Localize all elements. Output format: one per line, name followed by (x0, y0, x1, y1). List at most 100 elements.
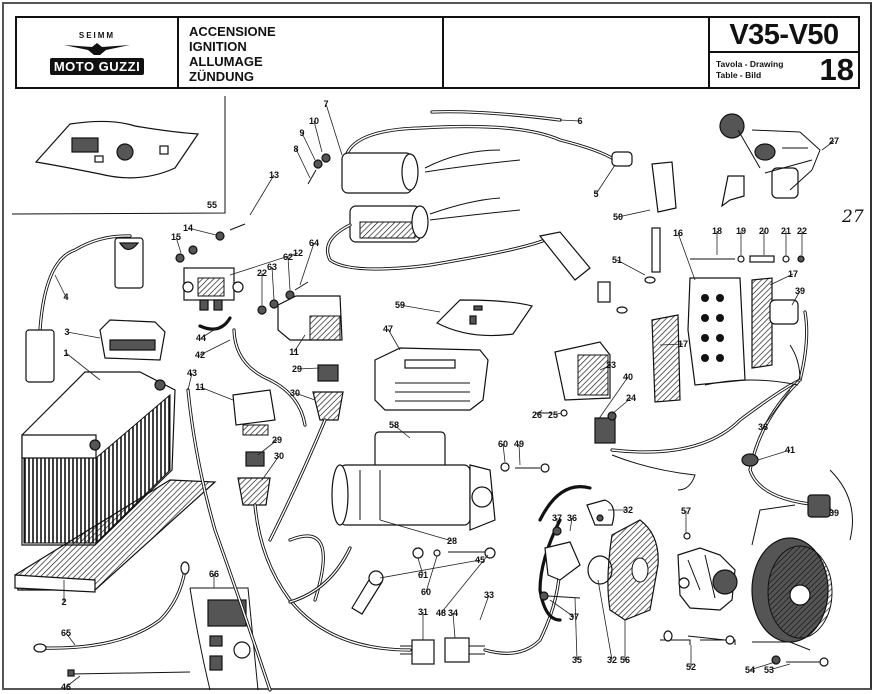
leader-line-8 (295, 148, 311, 179)
leader-line-63 (271, 266, 275, 301)
callout-26: 26 (532, 410, 542, 420)
callout-51: 51 (612, 255, 622, 265)
callout-8: 8 (293, 144, 298, 154)
callout-7: 7 (323, 99, 328, 109)
callout-35: 35 (572, 655, 582, 665)
callout-27: 27 (829, 136, 839, 146)
callout-56: 56 (620, 655, 630, 665)
leader-line-32 (597, 579, 613, 661)
leader-line-28 (379, 519, 453, 542)
leader-line-39 (829, 507, 835, 514)
title-block-blank (444, 18, 710, 87)
callout-37: 37 (569, 612, 579, 622)
callout-22: 22 (797, 226, 807, 236)
leader-line-10 (313, 120, 323, 153)
title-german: ZÜNDUNG (189, 69, 254, 84)
leader-line-29 (296, 367, 321, 370)
logo: SEIMM MOTO GUZZI (17, 18, 179, 87)
callout-44: 44 (196, 333, 206, 343)
callout-40: 40 (623, 372, 633, 382)
battery-cover (99, 319, 166, 361)
callout-28: 28 (447, 536, 457, 546)
callout-23: 23 (606, 360, 616, 370)
leader-line-37 (549, 599, 575, 618)
leader-line-48 (440, 554, 489, 614)
callout-36: 36 (567, 513, 577, 523)
callout-29: 29 (272, 435, 282, 445)
leader-line-62 (287, 256, 291, 291)
eagle-icon (64, 42, 130, 55)
title-italian: ACCENSIONE (189, 24, 276, 39)
callout-21: 21 (781, 226, 791, 236)
callout-20: 20 (759, 226, 769, 236)
callout-58: 58 (389, 420, 399, 430)
sheet-info: Tavola - Drawing Table - Bild 18 (710, 53, 858, 87)
cover-47 (374, 347, 489, 411)
hardware-small (175, 153, 331, 315)
leader-line-60 (425, 555, 438, 593)
callout-17: 17 (678, 339, 688, 349)
leader-line-11 (199, 386, 234, 401)
callout-33: 33 (484, 590, 494, 600)
leader-line-35 (574, 597, 578, 661)
leader-line-38 (762, 389, 791, 428)
leader-line-7 (325, 103, 343, 156)
leader-line-29 (257, 439, 278, 456)
leader-line-36 (569, 517, 573, 532)
ground-cable (33, 561, 190, 653)
callout-39: 39 (829, 508, 839, 518)
callout-60: 60 (498, 439, 508, 449)
leader-line-25 (552, 412, 562, 416)
callout-30: 30 (290, 388, 300, 398)
callout-54: 54 (745, 665, 755, 675)
callout-16: 16 (673, 228, 683, 238)
callout-61: 61 (418, 570, 428, 580)
callout-10: 10 (309, 116, 319, 126)
voltage-regulator (182, 267, 244, 311)
callout-66: 66 (209, 569, 219, 579)
battery-strap (25, 234, 144, 383)
leader-line-27 (821, 140, 835, 151)
leader-line-30 (294, 392, 316, 401)
leader-line-5 (595, 164, 616, 195)
leader-line-60 (502, 443, 506, 463)
callout-17: 17 (788, 269, 798, 279)
callout-59: 59 (395, 300, 405, 310)
logo-brand: MOTO GUZZI (49, 57, 145, 75)
title-french: ALLUMAGE (189, 54, 263, 69)
callout-2: 2 (61, 597, 66, 607)
relay-lower (232, 389, 276, 506)
wiring-harness (610, 310, 853, 546)
leader-line-11 (293, 334, 306, 353)
connectors-31-34 (400, 558, 562, 665)
leader-line-47 (387, 328, 401, 351)
callout-15: 15 (171, 232, 181, 242)
leader-line-43 (187, 372, 193, 391)
leader-line-50 (617, 209, 651, 218)
callout-64: 64 (309, 238, 319, 248)
spark-plug-caps (538, 151, 677, 314)
leader-line-13 (249, 174, 275, 216)
leader-line-9 (301, 132, 316, 161)
alternator (751, 537, 833, 643)
battery-tray (14, 479, 217, 593)
kit-55-box (11, 96, 226, 215)
leader-line-41 (757, 449, 791, 461)
callout-41: 41 (785, 445, 795, 455)
callout-60: 60 (421, 587, 431, 597)
callout-49: 49 (514, 439, 524, 449)
model-block: V35-V50 Tavola - Drawing Table - Bild 18 (710, 18, 858, 87)
callout-19: 19 (736, 226, 746, 236)
callout-9: 9 (299, 128, 304, 138)
leader-line-17 (769, 273, 794, 286)
callout-22: 22 (257, 268, 267, 278)
rectifier-23 (535, 341, 617, 444)
callout-11: 11 (195, 382, 205, 392)
callout-29: 29 (292, 364, 302, 374)
starter-motor (331, 431, 496, 531)
callout-57: 57 (681, 506, 691, 516)
callout-32: 32 (623, 505, 633, 515)
contact-breaker (538, 485, 659, 622)
leader-line-65 (65, 632, 76, 646)
callout-37: 37 (552, 513, 562, 523)
